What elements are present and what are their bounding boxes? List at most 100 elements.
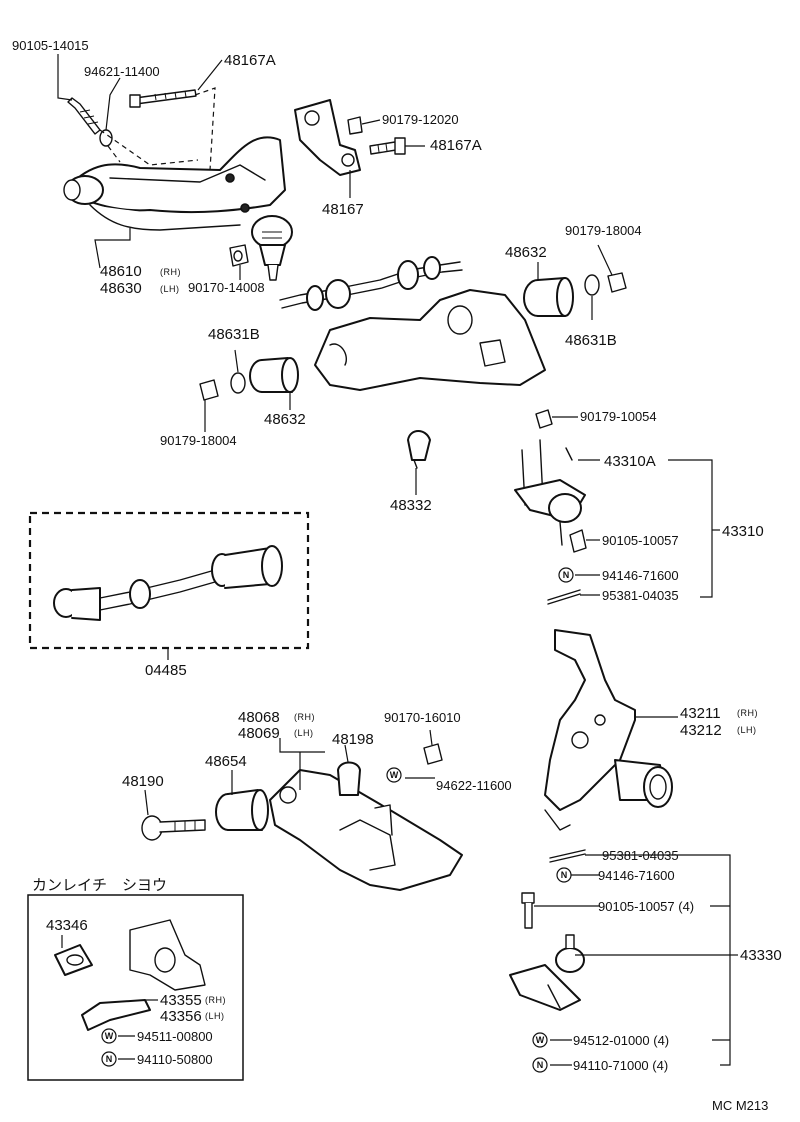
label-48069: 48069 — [238, 725, 280, 742]
label-95381-04035-top: 95381-04035 — [602, 588, 679, 603]
lower-ball-joint — [509, 934, 585, 1011]
crossmember-bracket — [314, 289, 546, 391]
label-48630: 48630 — [100, 280, 142, 297]
label-48167a-top: 48167A — [224, 52, 276, 69]
label-43355-side: (RH) — [205, 995, 226, 1005]
label-48069-side: (LH) — [294, 728, 314, 738]
nut-90179-18004-left — [199, 379, 219, 401]
label-43356-side: (LH) — [205, 1011, 225, 1021]
nut-90170-14008 — [229, 244, 249, 267]
label-90179-12020: 90179-12020 — [382, 112, 459, 127]
label-43346: 43346 — [46, 917, 88, 934]
label-48632-left: 48632 — [264, 411, 306, 428]
symbol-w-icon-2: W — [532, 1032, 548, 1048]
svg-text:N: N — [537, 1060, 544, 1070]
label-43356: 43356 — [160, 1008, 202, 1025]
washer-48631b-right — [584, 274, 600, 296]
label-90170-14008: 90170-14008 — [188, 280, 265, 295]
shim-43355 — [81, 999, 151, 1031]
label-95381-04035-lower: 95381-04035 — [602, 848, 679, 863]
cold-region-box — [27, 894, 244, 1081]
label-43212: 43212 — [680, 722, 722, 739]
label-94511-00800: 94511-00800 — [137, 1029, 213, 1044]
strut-rod — [279, 256, 463, 311]
nut-90179-18004-right — [607, 272, 627, 293]
lower-control-arm — [269, 769, 463, 891]
ball-joint-43310 — [514, 439, 586, 546]
bolt-90105-10057-lower — [521, 892, 535, 929]
washer-48631b-left — [230, 372, 246, 394]
bolt-90105-14015 — [67, 97, 101, 135]
label-48068-side: (RH) — [294, 712, 315, 722]
part-labels: 90105-14015 94621-11400 48167A 90179-120… — [12, 38, 782, 1113]
symbol-w-icon-1: W — [386, 767, 402, 783]
label-94110-50800: 94110-50800 — [137, 1052, 213, 1067]
label-90179-18004-left: 90179-18004 — [160, 433, 237, 448]
label-48654: 48654 — [205, 753, 247, 770]
label-43330: 43330 — [740, 947, 782, 964]
steering-knuckle — [544, 629, 673, 831]
svg-text:W: W — [390, 770, 399, 780]
label-48631b-right: 48631B — [565, 332, 617, 349]
label-48610: 48610 — [100, 263, 142, 280]
symbol-n-icon-2: N — [556, 867, 572, 883]
stopper-48198 — [337, 761, 361, 796]
knuckle-small — [129, 919, 206, 991]
svg-text:W: W — [536, 1035, 545, 1045]
bolt-48167a-right — [369, 137, 406, 155]
label-43212-side: (LH) — [737, 725, 757, 735]
leader-lines — [57, 54, 738, 1066]
label-48610-side: (RH) — [160, 267, 181, 277]
label-90179-18004-right: 90179-18004 — [565, 223, 642, 238]
label-48630-side: (LH) — [160, 284, 180, 294]
label-94621-11400: 94621-11400 — [84, 64, 160, 79]
shim-43346 — [54, 944, 93, 976]
symbol-w-icon-3: W — [101, 1028, 117, 1044]
bolt-48190 — [141, 815, 206, 841]
svg-text:N: N — [563, 570, 570, 580]
label-94146-71600-top: 94146-71600 — [602, 568, 679, 583]
label-43211-side: (RH) — [737, 708, 758, 718]
label-90105-10057-lower: 90105-10057 (4) — [598, 899, 694, 914]
label-43211: 43211 — [680, 705, 721, 722]
washer-94621-11400 — [99, 129, 113, 147]
svg-text:N: N — [106, 1054, 113, 1064]
svg-text:N: N — [561, 870, 568, 880]
bracket-48167 — [294, 99, 361, 176]
label-04485: 04485 — [145, 662, 187, 679]
label-94110-71000: 94110-71000 (4) — [573, 1058, 668, 1073]
label-48190: 48190 — [122, 773, 164, 790]
nut-90179-12020 — [347, 116, 363, 135]
label-94146-71600-lower: 94146-71600 — [598, 868, 675, 883]
upper-ball-joint — [251, 215, 293, 281]
label-43355: 43355 — [160, 992, 202, 1009]
cotter-pin-top — [547, 589, 581, 605]
label-94512-01000: 94512-01000 (4) — [573, 1033, 669, 1048]
symbol-n-icon-3: N — [532, 1057, 548, 1073]
label-90105-14015: 90105-14015 — [12, 38, 89, 53]
nut-90170-16010 — [423, 743, 443, 765]
label-90179-10054: 90179-10054 — [580, 409, 657, 424]
label-48167: 48167 — [322, 201, 364, 218]
nut-90179-10054 — [535, 409, 553, 429]
cotter-pin-lower — [549, 849, 586, 863]
label-cold-region: カンレイチ シヨウ — [32, 877, 167, 894]
bolt-48167a-top — [129, 89, 197, 108]
upper-control-arm — [63, 136, 286, 231]
label-43310a: 43310A — [604, 453, 656, 470]
bushing-48632-right — [523, 277, 574, 317]
label-94622-11600: 94622-11600 — [436, 778, 512, 793]
kit-04485-box — [28, 511, 310, 650]
label-90105-10057-top: 90105-10057 — [602, 533, 679, 548]
label-48198: 48198 — [332, 731, 374, 748]
label-48632-right: 48632 — [505, 244, 547, 261]
label-48631b-left: 48631B — [208, 326, 260, 343]
label-90170-16010: 90170-16010 — [384, 710, 461, 725]
strut-rod-kit — [53, 545, 283, 621]
bushing-48632-left — [249, 357, 299, 393]
label-diagram-code: MC M213 — [712, 1098, 768, 1113]
symbol-n-icon-1: N — [558, 567, 574, 583]
svg-text:W: W — [105, 1031, 114, 1041]
bolt-90105-10057-top — [569, 529, 587, 553]
